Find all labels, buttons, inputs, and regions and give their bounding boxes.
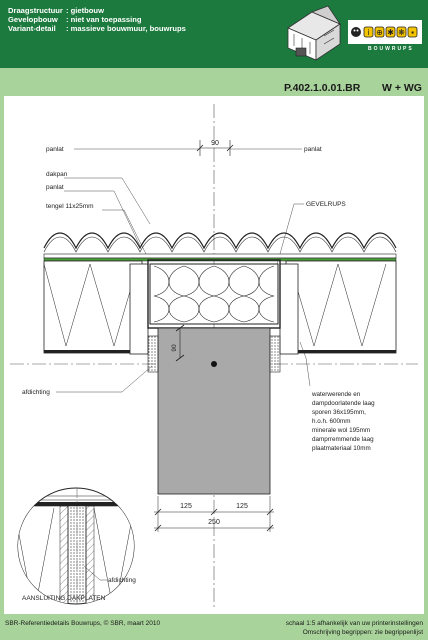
sealant-left	[147, 335, 159, 373]
header-value: gietbouw	[70, 6, 104, 15]
roof-panel-left	[43, 260, 143, 354]
drawing-panel: 90 panlat panlat dakpan panlat tengel 11…	[4, 96, 424, 614]
header-value: massieve bouwmuur, bouwrups	[70, 24, 186, 33]
dimension-top: 90	[196, 140, 234, 156]
roof-panel-right	[285, 260, 397, 354]
stud-right	[279, 263, 299, 355]
dimension-bottom: 125 125 250	[154, 496, 274, 532]
dim-left-label: 125	[180, 503, 192, 510]
note-line: sporen 36x195mm,	[312, 409, 366, 416]
header-row-draagstructuur: Draagstructuur: gietbouw	[8, 6, 104, 15]
header-key: Gevelopbouw	[8, 15, 58, 24]
svg-text:✱: ✱	[387, 28, 394, 37]
note-line: dampdoorlatende laag	[312, 400, 375, 407]
roof-tiles	[43, 232, 397, 250]
footer-glossary-note: Omschrijving begrippen: zie begrippenlij…	[302, 629, 423, 636]
sealant-right	[269, 335, 281, 373]
label-tengel: tengel 11x25mm	[46, 203, 94, 210]
detail-code: P.402.1.0.01.BR	[284, 82, 361, 94]
bouwrups-logo: i ⊕ ✱ ❋ ▪	[348, 20, 422, 44]
note-line: waterwerende en	[311, 391, 361, 398]
label-dakpan: dakpan	[46, 171, 68, 178]
insulation-mineral-wool	[149, 263, 279, 325]
dim-total-label: 250	[208, 519, 220, 526]
axis-point	[211, 361, 217, 367]
svg-text:i: i	[368, 28, 370, 37]
note-line: h.o.h. 600mm	[312, 418, 351, 425]
note-line: minerale wol 195mm	[312, 427, 370, 434]
header-bar: Draagstructuur: gietbouw Gevelopbouw: ni…	[0, 0, 428, 68]
header-row-gevelopbouw: Gevelopbouw: niet van toepassing	[8, 15, 142, 24]
label-panlat-left: panlat	[46, 146, 64, 153]
svg-text:▪: ▪	[411, 28, 414, 37]
house-isometric-icon	[287, 5, 342, 61]
material-notes: waterwerende en dampdoorlatende laag spo…	[299, 341, 375, 452]
counter-batten	[43, 253, 397, 259]
header-value: niet van toepassing	[70, 15, 142, 24]
dim-right-label: 125	[236, 503, 248, 510]
svg-text:❋: ❋	[398, 28, 405, 37]
header-key: Draagstructuur	[8, 6, 63, 15]
dimension-vertical: 90	[171, 324, 185, 362]
header-key: Variant-detail	[8, 24, 56, 33]
concrete-wall	[157, 327, 271, 495]
label-afdichting: afdichting	[22, 389, 50, 396]
svg-text:⊕: ⊕	[376, 28, 383, 37]
label-gevelrups: GEVELRUPS	[306, 201, 346, 208]
note-line: plaatmateriaal 10mm	[312, 445, 371, 452]
label-aansluiting-dakplaten: AANSLUITING DAKPLATEN	[22, 595, 106, 602]
footer-copyright: SBR-Referentiedetails Bouwrups, © SBR, m…	[5, 620, 161, 627]
dim-top-label: 90	[211, 140, 219, 147]
dim-vertical-label: 90	[171, 344, 178, 352]
detail-variant: W + WG	[382, 82, 422, 94]
header-sep: :	[66, 15, 69, 24]
header-row-variant-detail: Variant-detail: massieve bouwmuur, bouwr…	[8, 24, 186, 33]
label-panlat-2: panlat	[46, 184, 64, 191]
header-sep: :	[66, 6, 69, 15]
label-panlat-right: panlat	[304, 146, 322, 153]
footer-scale-note: schaal 1:5 afhankelijk van uw printerins…	[285, 620, 423, 627]
stud-left	[129, 263, 149, 355]
header-sep: :	[66, 24, 69, 33]
note-line: damprremmende laag	[312, 436, 374, 443]
bouwrups-caterpillar-icon: i ⊕ ✱ ❋ ▪	[351, 26, 418, 38]
section-drawing: 90 panlat panlat dakpan panlat tengel 11…	[10, 104, 418, 608]
label-afdichting-2: afdichting	[108, 577, 136, 584]
bouwrups-logo-text: BOUWRUPS	[368, 46, 414, 52]
